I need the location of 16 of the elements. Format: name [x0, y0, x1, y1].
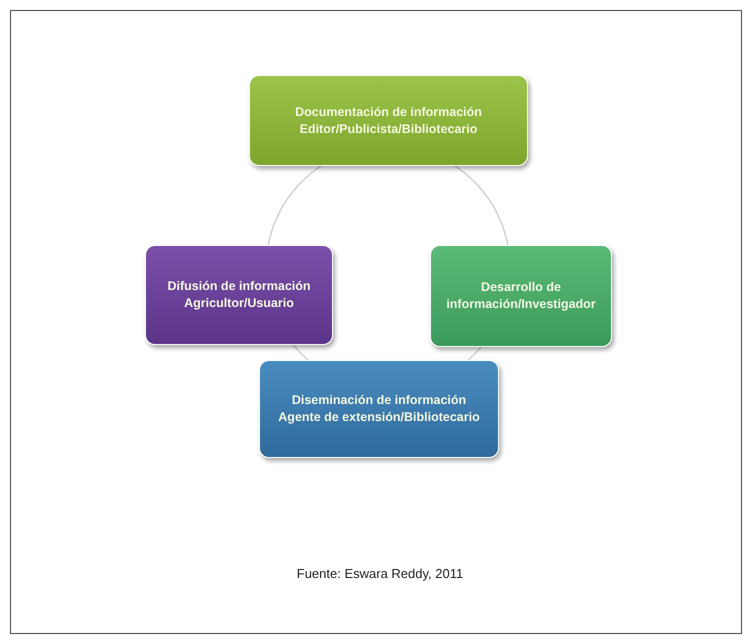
connector-arc	[468, 346, 482, 360]
connector-arc	[454, 166, 508, 246]
process-box	[249, 75, 528, 166]
box-text: Documentación de información	[294, 104, 483, 120]
process-box	[430, 245, 612, 347]
process-box	[259, 360, 499, 458]
box-text: Desarrollo de información/Investigador	[445, 279, 597, 313]
source-note: Fuente: Eswara Reddy, 2011	[296, 565, 464, 583]
box-text: Diseminación de información	[290, 392, 468, 409]
box-text: Agente de extensión/Bibliotecario	[277, 409, 481, 426]
box-text: Editor/Publicista/Bibliotecario	[298, 120, 478, 138]
process-box	[145, 245, 333, 345]
box-text: Difusión de información	[166, 278, 312, 295]
box-text: Agricultor/Usuario	[183, 295, 295, 312]
connector-arc	[268, 166, 322, 246]
connector-arc	[292, 344, 308, 360]
